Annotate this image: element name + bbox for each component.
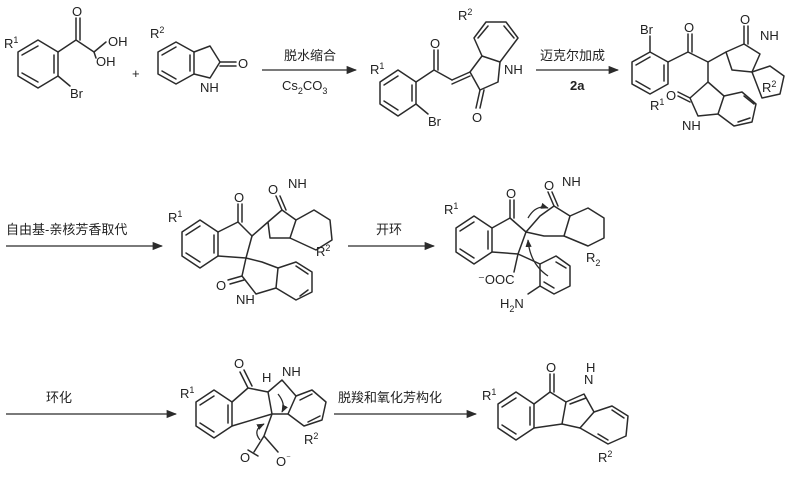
oxygen-label: O [506, 186, 516, 201]
r1-label: R1 [370, 61, 384, 77]
r2-label: R2 [598, 449, 612, 465]
reaction-arrow-4: 开环 [348, 222, 436, 251]
condition-label: 开环 [376, 222, 402, 237]
condition-label: 脱羧和氧化芳构化 [338, 390, 442, 405]
plus-sign: + [132, 66, 140, 81]
compound-condensation-product: O O NH Br R1 R2 [370, 7, 523, 129]
r2-label: R2 [762, 79, 776, 95]
compound-ring-opened-intermediate: O O NH ⁻OOC H2N R1 R2 [444, 174, 605, 314]
oxygen-label: O [472, 110, 482, 125]
r2-label: R2 [316, 243, 330, 259]
r1-label: R1 [168, 209, 182, 225]
nh-label: NH [760, 28, 779, 43]
hydroxyl-label-2: OH [96, 54, 116, 69]
nh-label: N [584, 372, 593, 387]
bromo-label: Br [640, 22, 654, 37]
r1-label: R1 [650, 97, 664, 113]
amino-label: H2N [500, 296, 524, 314]
reaction-arrow-5: 环化 [6, 390, 178, 419]
compound-aryl-glyoxal-hydrate: OH OH O Br R1 [4, 4, 128, 101]
compound-spiro-intermediate: O O O NH NH R1 R2 [168, 176, 333, 307]
oxygen-label: O [546, 360, 556, 375]
r2-label: R2 [458, 7, 472, 23]
reaction-arrow-3: 自由基-亲核芳香取代 [6, 222, 164, 251]
condition-label: 迈克尔加成 [540, 48, 605, 63]
nh-label: NH [200, 80, 219, 95]
r1-label: R1 [444, 201, 458, 217]
r1-label: R1 [180, 385, 194, 401]
bromo-label: Br [70, 86, 84, 101]
oxygen-label: O [740, 12, 750, 27]
nh-label: NH [504, 62, 523, 77]
nh-label: NH [562, 174, 581, 189]
compound-final-product: O N H R1 R2 [482, 360, 629, 465]
compound-oxindole: O NH R2 [150, 25, 248, 95]
r1-label: R1 [482, 387, 496, 403]
oxygen-label: O [72, 4, 82, 19]
reaction-arrow-2: 迈克尔加成 2a [536, 48, 620, 93]
oxygen-label: O [234, 356, 244, 371]
bromo-label: Br [428, 114, 442, 129]
reaction-arrow-6: 脱羧和氧化芳构化 [334, 390, 478, 419]
condition-label: 脱水缩合 [284, 48, 336, 63]
oxygen-label: O [684, 20, 694, 35]
oxygen-label: O [216, 278, 226, 293]
condition-label: 自由基-亲核芳香取代 [6, 222, 127, 237]
hydrogen-label: H [586, 360, 595, 375]
nh-label: NH [682, 118, 701, 133]
reagent-label: Cs2CO3 [282, 78, 327, 96]
r2-label: R2 [150, 25, 164, 41]
condition-label: 环化 [46, 390, 72, 405]
nh-label: NH [288, 176, 307, 191]
oxygen-label: O [240, 450, 250, 465]
compound-cyclized-intermediate: O H NH O O⁻ R1 R2 [180, 356, 327, 469]
oxygen-label: O [544, 178, 554, 193]
hydrogen-label: H [262, 370, 271, 385]
oxygen-minus-label: O⁻ [276, 453, 291, 469]
nh-label: NH [282, 364, 301, 379]
reaction-arrow-1: 脱水缩合 Cs2CO3 [262, 48, 358, 96]
oxygen-label: O [234, 190, 244, 205]
carboxylate-label: ⁻OOC [478, 272, 514, 287]
oxygen-label: O [238, 56, 248, 71]
reagent-label: 2a [570, 78, 585, 93]
hydroxyl-label-1: OH [108, 34, 128, 49]
r2-label: R2 [304, 431, 318, 447]
compound-michael-adduct: Br O O O NH NH R1 R2 [631, 12, 785, 133]
r1-label: R1 [4, 35, 18, 51]
r2-label: R2 [586, 250, 600, 268]
oxygen-label: O [430, 36, 440, 51]
oxygen-label: O [666, 88, 676, 103]
nh-label: NH [236, 292, 255, 307]
oxygen-label: O [268, 182, 278, 197]
